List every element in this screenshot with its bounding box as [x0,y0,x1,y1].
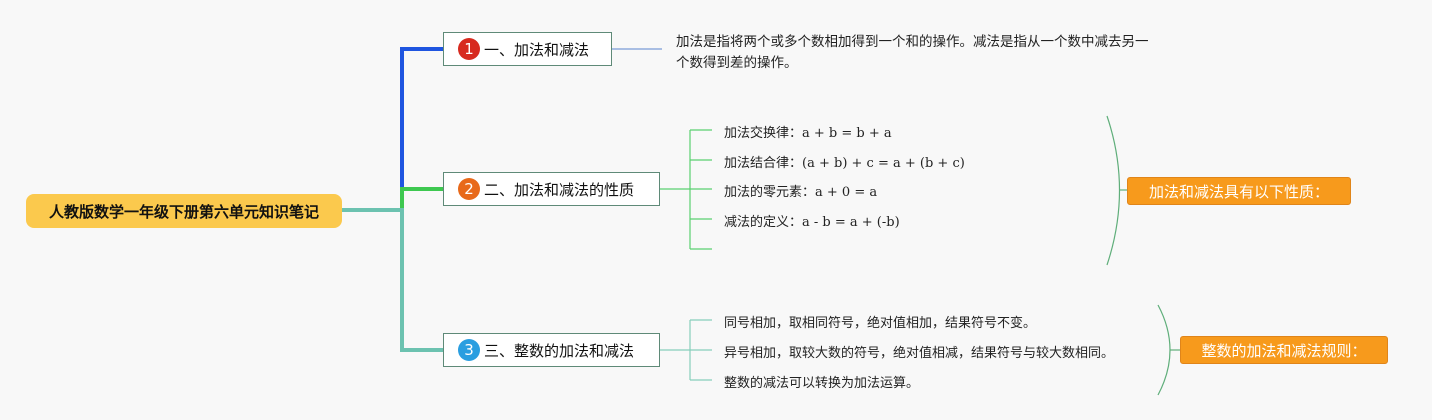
summary-label: 加法和减法具有以下性质： [1148,182,1329,201]
leaf-name: 加法的零元素： [724,185,816,200]
connector-root-branch1 [342,47,443,212]
summary-bracket-branch3 [1157,304,1171,396]
leaf-name: 减法的定义： [724,215,803,230]
branch-integer-operations[interactable]: 3 三、整数的加法和减法 [443,333,660,367]
summary-integer-rules[interactable]: 整数的加法和减法规则： [1180,336,1388,364]
connector-branch3-leaves [660,319,712,381]
description-line: 加法是指将两个或多个数相加得到一个和的操作。减法是指从一个数中减去另一 [676,34,1149,50]
connector-branch2-leaves [660,129,712,250]
leaf-associative-law[interactable]: 加法结合律：(a + b) + c = a + (b + c) [724,152,965,171]
leaf-text: 同号相加，取相同符号，绝对值相加，结果符号不变。 [724,316,1037,331]
leaf-name: 加法交换律： [724,126,803,141]
description-line: 个数得到差的操作。 [676,55,798,71]
leaf-formula: a + 0 = a [815,185,878,200]
leaf-same-sign-rule[interactable]: 同号相加，取相同符号，绝对值相加，结果符号不变。 [724,312,1036,331]
number-3-icon: 3 [458,339,480,361]
leaf-formula: (a + b) + c = a + (b + c) [802,156,965,171]
branch1-description[interactable]: 加法是指将两个或多个数相加得到一个和的操作。减法是指从一个数中减去另一 个数得到… [676,32,1176,74]
summary-bracket-branch2 [1106,115,1121,266]
leaf-zero-element[interactable]: 加法的零元素：a + 0 = a [724,181,877,200]
root-topic[interactable]: 人教版数学一年级下册第六单元知识笔记 [26,194,342,228]
connector-root-branch2 [342,187,443,212]
summary-label: 整数的加法和减法规则： [1201,341,1367,360]
connector-root-branch3 [342,208,443,352]
leaf-text: 整数的减法可以转换为加法运算。 [724,376,920,391]
leaf-different-sign-rule[interactable]: 异号相加，取较大数的符号，绝对值相减，结果符号与较大数相同。 [724,342,1114,361]
leaf-text: 异号相加，取较大数的符号，绝对值相减，结果符号与较大数相同。 [724,346,1115,361]
leaf-formula: a - b = a + (-b) [802,215,900,230]
leaf-formula: a + b = b + a [802,126,892,141]
branch-label: 三、整数的加法和减法 [484,341,635,360]
leaf-subtraction-definition[interactable]: 减法的定义：a - b = a + (-b) [724,211,900,230]
number-1-icon: 1 [458,38,480,60]
branch-addition-subtraction[interactable]: 1 一、加法和减法 [443,32,612,66]
branch-label: 二、加法和减法的性质 [484,180,635,199]
branch-properties[interactable]: 2 二、加法和减法的性质 [443,172,660,206]
root-topic-label: 人教版数学一年级下册第六单元知识笔记 [48,202,319,221]
leaf-commutative-law[interactable]: 加法交换律：a + b = b + a [724,122,892,141]
leaf-name: 加法结合律： [724,156,803,171]
number-2-icon: 2 [458,178,480,200]
branch-label: 一、加法和减法 [484,40,590,59]
leaf-subtraction-conversion[interactable]: 整数的减法可以转换为加法运算。 [724,372,919,391]
summary-properties[interactable]: 加法和减法具有以下性质： [1127,177,1351,205]
